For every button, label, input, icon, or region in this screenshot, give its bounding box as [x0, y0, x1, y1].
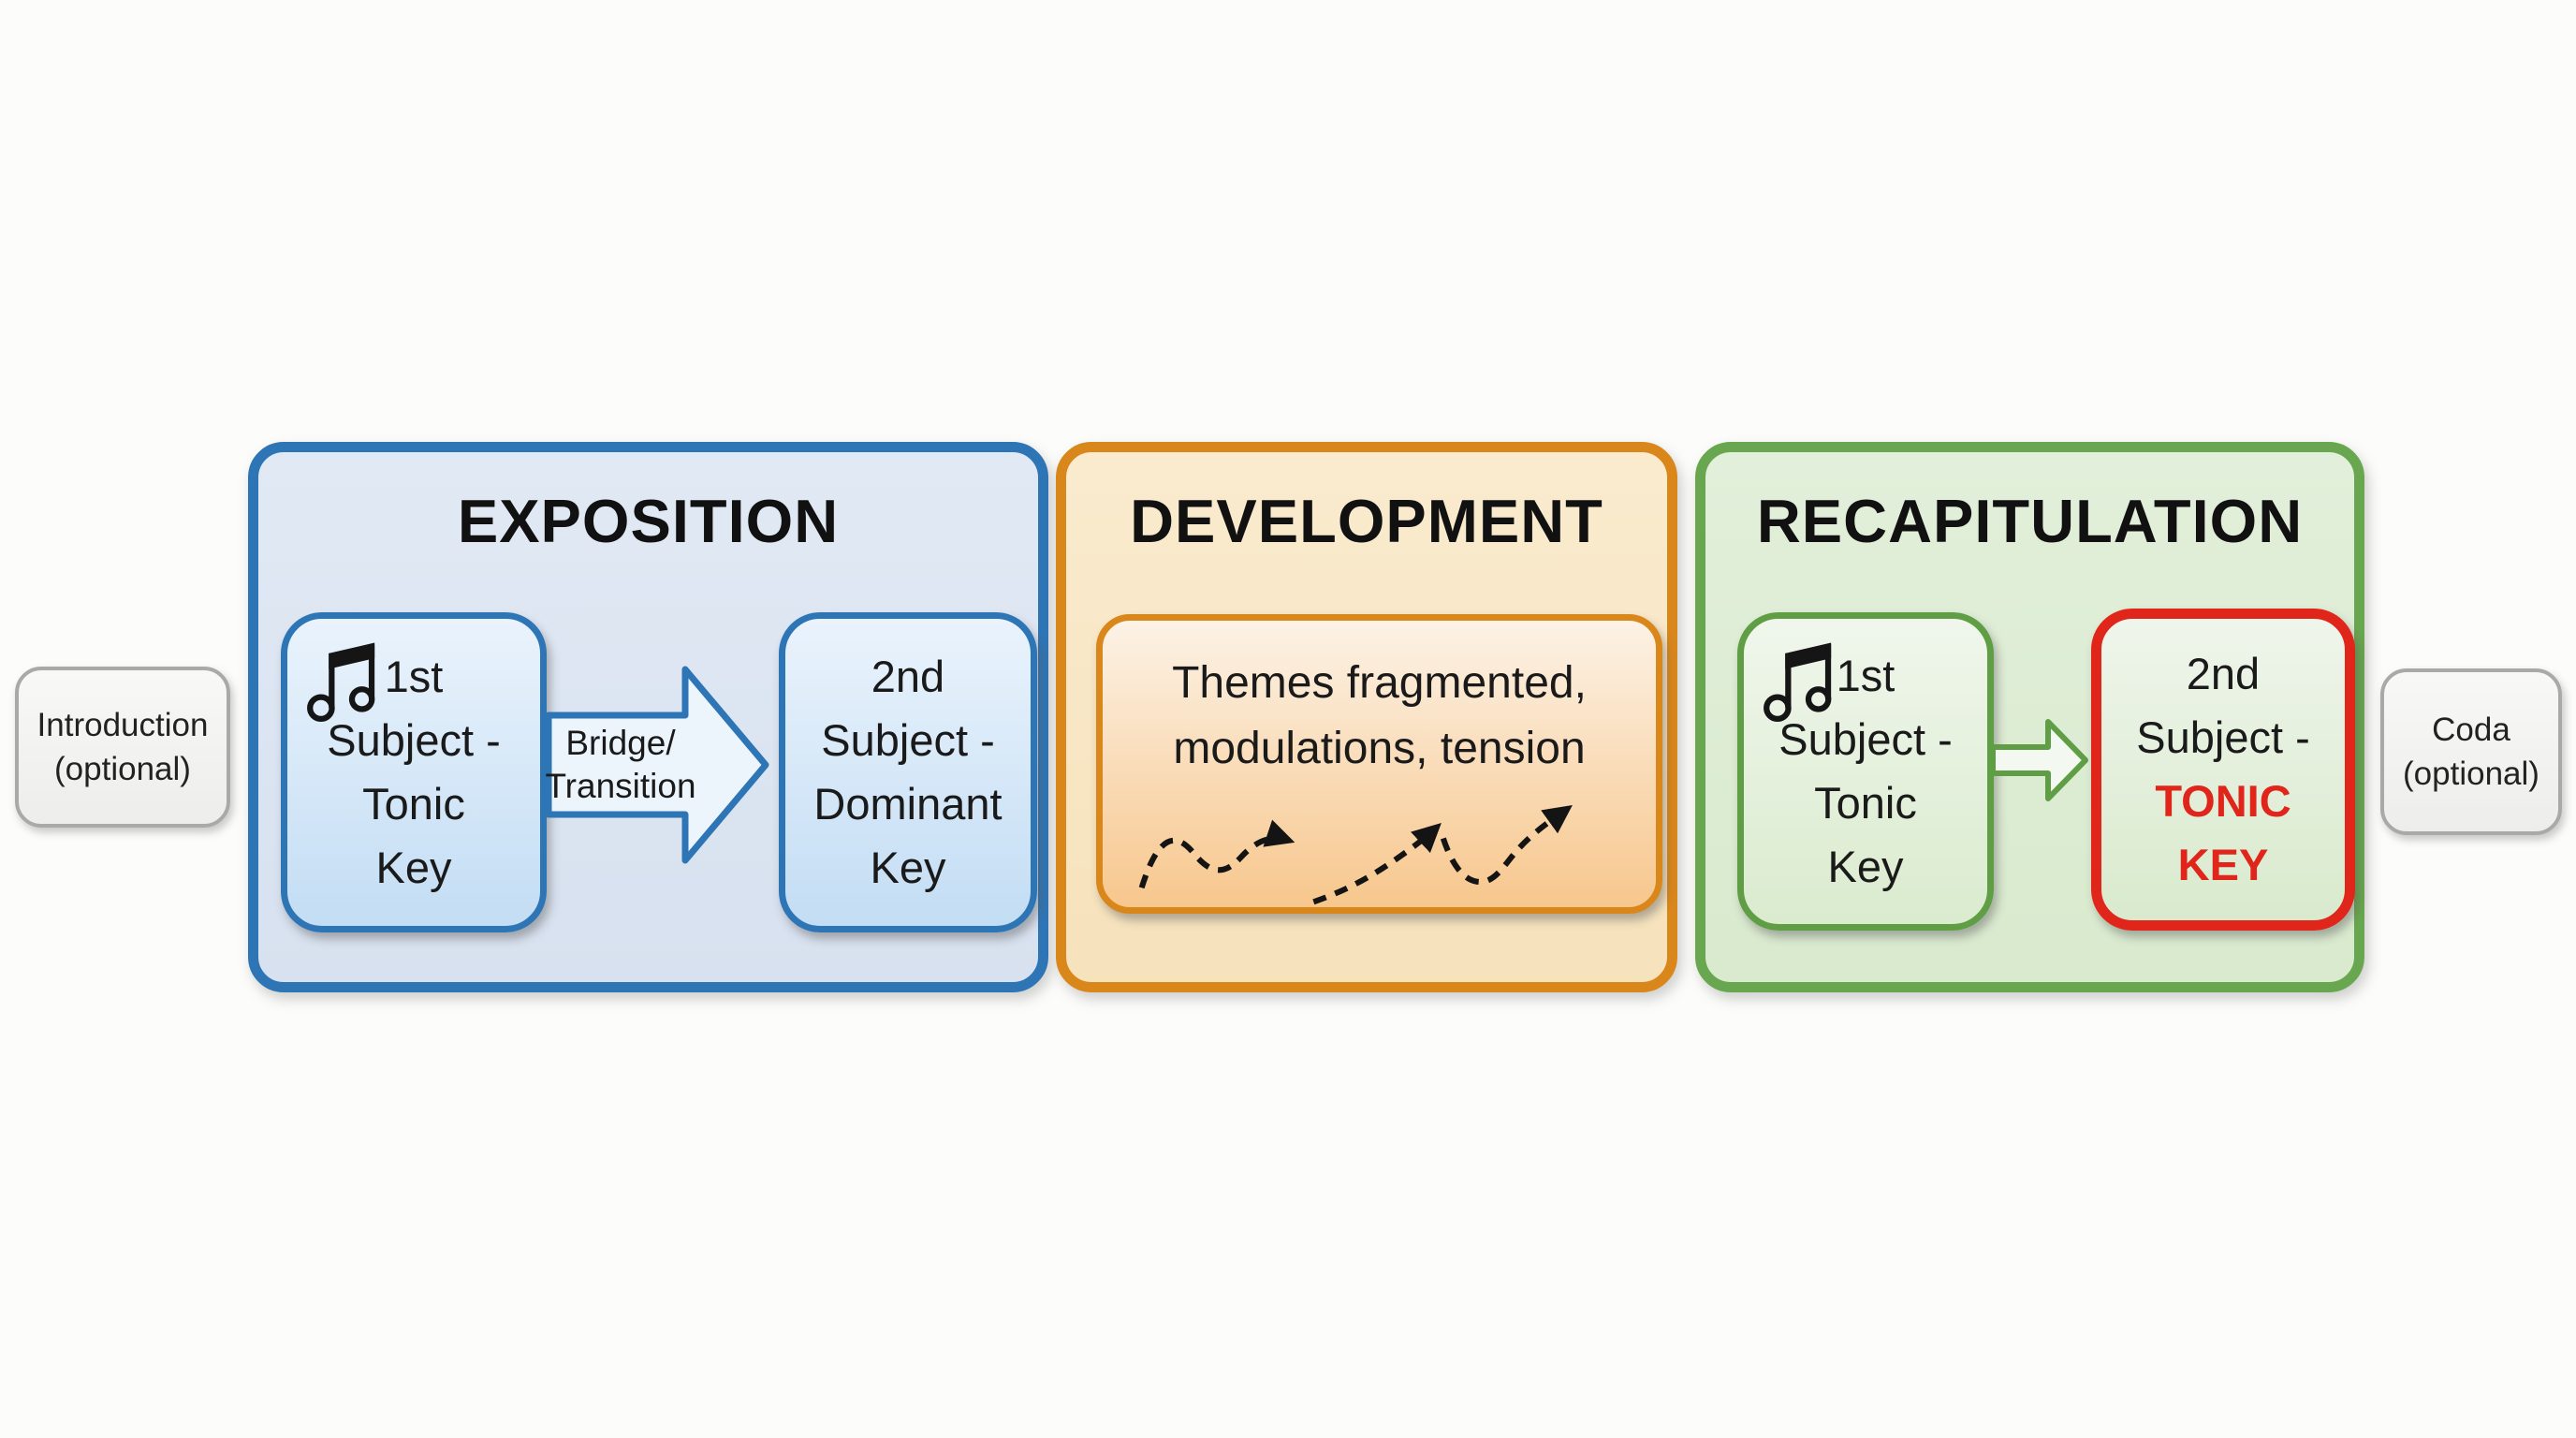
first-subject-line: Tonic [1814, 778, 1917, 828]
exposition-first-subject-box: 1st Subject - Tonic Key [281, 612, 547, 932]
recapitulation-arrow [1990, 715, 2091, 805]
recapitulation-first-subject-box: 1st Subject - Tonic Key [1737, 612, 1994, 931]
bridge-arrow-label: Bridge/ Transition [545, 724, 696, 805]
first-subject-line: 1st [384, 652, 444, 701]
exposition-second-subject-box: 2nd Subject - Dominant Key [779, 612, 1037, 932]
second-subject-line: Dominant [813, 779, 1003, 829]
development-title: DEVELOPMENT [1130, 487, 1603, 555]
second-subject-line: Subject - [821, 715, 995, 765]
tonic-key-emphasis: KEY [2177, 840, 2269, 889]
first-subject-line: Subject - [1778, 714, 1953, 764]
dashed-wavy-arrows [1138, 804, 1573, 905]
first-subject-line: Key [375, 843, 452, 892]
second-subject-line: Subject - [2136, 712, 2310, 762]
coda-label-line2: (optional) [2403, 756, 2539, 792]
recapitulation-second-subject-box: 2nd Subject - TONIC KEY [2091, 609, 2355, 931]
coda-box: Coda (optional) [2380, 668, 2562, 835]
first-subject-line: 1st [1836, 651, 1895, 700]
second-subject-line: 2nd [871, 652, 945, 701]
exposition-panel: EXPOSITION 1st Subject - Tonic Key [248, 442, 1048, 992]
second-subject-line: 2nd [2186, 649, 2261, 698]
recapitulation-title: RECAPITULATION [1756, 487, 2304, 555]
first-subject-line: Tonic [362, 779, 465, 829]
development-panel: DEVELOPMENT Themes fragmented, modulatio… [1056, 442, 1677, 992]
first-subject-line: Key [1827, 842, 1904, 891]
coda-label-line1: Coda [2432, 712, 2510, 748]
introduction-label-line2: (optional) [54, 751, 191, 787]
bridge-transition-arrow: Bridge/ Transition [545, 662, 771, 868]
introduction-label-line1: Introduction [37, 707, 209, 743]
development-text: Themes fragmented, modulations, tension [1172, 658, 1587, 773]
music-notes-icon [302, 632, 392, 726]
development-content-box: Themes fragmented, modulations, tension [1096, 614, 1662, 914]
recapitulation-panel: RECAPITULATION 1st Subject - Tonic Key [1695, 442, 2364, 992]
exposition-title: EXPOSITION [457, 487, 840, 555]
first-subject-line: Subject - [327, 715, 501, 765]
tonic-key-emphasis: TONIC [2155, 776, 2291, 826]
music-notes-icon [1759, 632, 1849, 726]
introduction-box: Introduction (optional) [15, 667, 230, 828]
second-subject-line: Key [870, 843, 946, 892]
